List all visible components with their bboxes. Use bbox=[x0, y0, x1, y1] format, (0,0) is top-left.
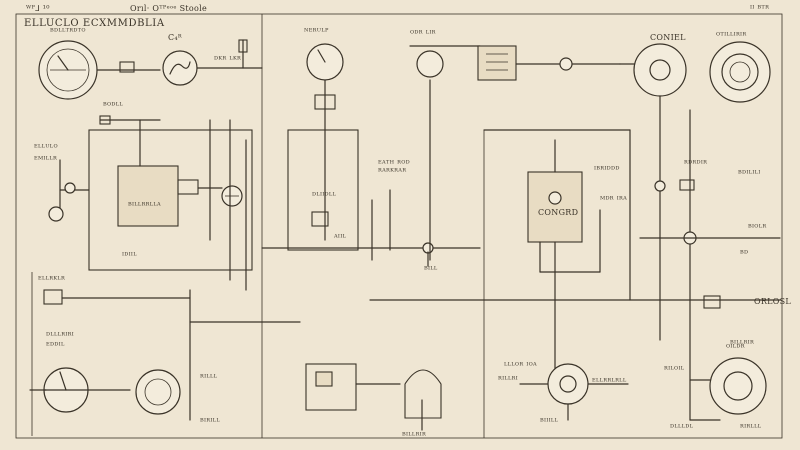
sheet-corner-tr: ᴵᴵ ᴮᵀᴿ bbox=[750, 4, 769, 13]
meter-cq bbox=[162, 50, 198, 86]
meter-coniel bbox=[633, 43, 687, 97]
label-b14: ᴿᴵᴿᴸᴸᴸ bbox=[740, 423, 762, 432]
sheet-top-center: Orıl· Oᵀᴾᵉᵒᵉ Stoole bbox=[130, 4, 207, 13]
meter-bottom-right-1 bbox=[547, 363, 589, 405]
right-center-block bbox=[527, 171, 583, 243]
label-c4: ᴬᴵᴵᴸ bbox=[333, 233, 347, 242]
label-b10: ᴮᴵᴵᴵᴸᴸ bbox=[540, 417, 559, 426]
label-b1: ᴱᴸᴸᴿᴷᴸᴿ bbox=[38, 275, 65, 284]
label-m2: C₄ᴿ bbox=[168, 33, 182, 42]
label-b11: ᴼᴵᴸᴰᴿ bbox=[726, 343, 745, 352]
label-l5: ᴮᴵᴸᴸᴿᴿᴸᴸᴬ bbox=[128, 201, 161, 210]
label-l2: ᴱᴸᴸᵁᴸᴼ bbox=[34, 143, 58, 152]
label-b2: ᴰᴸᴸᴸᴿᴵᴿᴵ bbox=[46, 331, 74, 340]
label-b5: ᴮᴵᴿᴵᴸᴸ bbox=[200, 417, 220, 426]
label-r1: ᴵᴮᴿᴵᴰᴰᴰ bbox=[594, 165, 620, 174]
meter-center-top bbox=[306, 43, 344, 81]
switch-box-top bbox=[477, 45, 517, 81]
label-m6: CONIEL bbox=[650, 33, 686, 42]
label-b8: ᴿᴵᴸᴸᴿᴵ bbox=[498, 375, 518, 384]
left-block-inner bbox=[117, 165, 179, 227]
label-b12: ᴿᴵᴸᴼᴵᴸ bbox=[664, 365, 685, 374]
label-m7: ᴼᵀᴵᴸᴸᴵᴿᴵᴿ bbox=[716, 31, 746, 40]
meter-bottom-left bbox=[43, 367, 89, 413]
label-m1: ᴮᴰᴸᴸᵀᴿᴰᵀᴼ bbox=[50, 27, 86, 36]
label-r9: ᴮᴵᴸᴸᴿᴵᴿ bbox=[730, 339, 754, 348]
bottom-center-box bbox=[305, 363, 357, 411]
label-c2: ᴿᴬᴿᴷᴿᴬᴿ bbox=[378, 167, 406, 176]
sheet-title: ELLUCLO ECXMMDBLIA bbox=[24, 18, 165, 29]
center-block bbox=[287, 129, 359, 251]
label-r7: ᴮᴰ bbox=[740, 249, 748, 258]
meter-top-left bbox=[38, 40, 98, 100]
meter-center-2 bbox=[416, 50, 444, 78]
label-r3: CONGRD bbox=[538, 208, 578, 217]
meter-bottom-mid bbox=[135, 369, 181, 415]
label-r4: ᴿᴰᴿᴰᴵᴿ bbox=[684, 159, 707, 168]
label-b6: ᴮᴵᴸᴸᴿᴵᴿ bbox=[402, 431, 426, 440]
label-c5: ᴮᴵᴸᴸ bbox=[424, 265, 438, 274]
label-l4: ᴵᴰᴵᴵᴸ bbox=[122, 251, 137, 260]
label-b9: ᴱᴸᴸᴿᴿᴸᴿᴸᴸ bbox=[592, 377, 627, 386]
label-b4: ᴿᴵᴸᴸᴸ bbox=[200, 373, 218, 382]
label-r8: ORLOSL bbox=[754, 297, 791, 306]
label-m4: ᴺᴱᴿᵁᴸᴾ bbox=[304, 27, 329, 36]
meter-top-right bbox=[709, 41, 771, 103]
label-r5: ᴮᴰᴵᴸᴵᴸᴵ bbox=[738, 169, 761, 178]
label-m5: ᴼᴰᴿ ᴸᴵᴿ bbox=[410, 29, 436, 38]
label-r2: ᴹᴰᴿ ᴵᴿᴬ bbox=[600, 195, 627, 204]
label-c3: ᴰᴸᴵᴵᴰᴸᴸ bbox=[312, 191, 337, 200]
label-b13: ᴰᴸᴸᴸᴰᴸ bbox=[670, 423, 694, 432]
sheet-border bbox=[15, 13, 783, 439]
label-l3: ᴱᴹᴵᴸᴸᴿ bbox=[34, 155, 57, 164]
label-m3: ᴰᴷᴿ ᴸᴷᴿ bbox=[214, 55, 241, 64]
label-r6: ᴮᴵᴼᴸᴿ bbox=[748, 223, 766, 232]
sheet-corner-tl: ᵂᴾ⅃ ¹⁰ bbox=[26, 4, 50, 13]
left-block-outer bbox=[88, 129, 253, 271]
label-b7: ᴸᴸᴸᴼᴿ ᴵᴼᴬ bbox=[504, 361, 537, 370]
label-l1: ᴮᴼᴰᴸᴸ bbox=[103, 101, 123, 110]
label-b3: ᴱᴰᴰᴵᴸ bbox=[46, 341, 65, 350]
label-c1: ᴱᴬᵀᴴ ᴿᴼᴰ bbox=[378, 159, 410, 168]
meter-bottom-right-2 bbox=[709, 357, 767, 415]
